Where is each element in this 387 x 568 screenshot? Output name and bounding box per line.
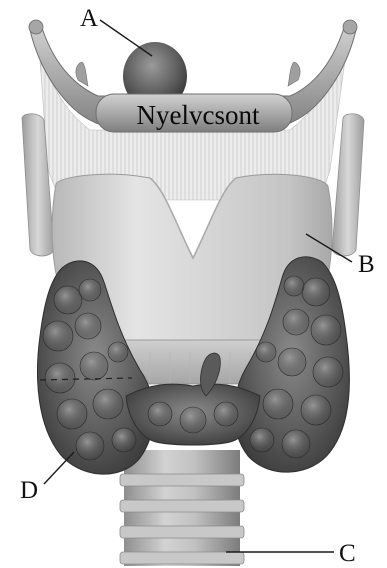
trachea <box>120 450 244 566</box>
label-a: A <box>80 5 98 32</box>
hyoid-bone-label: Nyelvcsont <box>137 100 260 130</box>
left-lesser-horn <box>76 62 88 86</box>
label-c: C <box>339 540 356 567</box>
label-d: D <box>20 477 38 504</box>
right-hyoid-tip <box>343 20 357 34</box>
label-b: B <box>358 251 375 278</box>
left-hyoid-tip <box>29 20 43 34</box>
leader-line-d <box>44 452 74 484</box>
leader-line-a <box>100 20 152 56</box>
right-lesser-horn <box>288 62 300 86</box>
right-superior-horn <box>332 114 364 256</box>
